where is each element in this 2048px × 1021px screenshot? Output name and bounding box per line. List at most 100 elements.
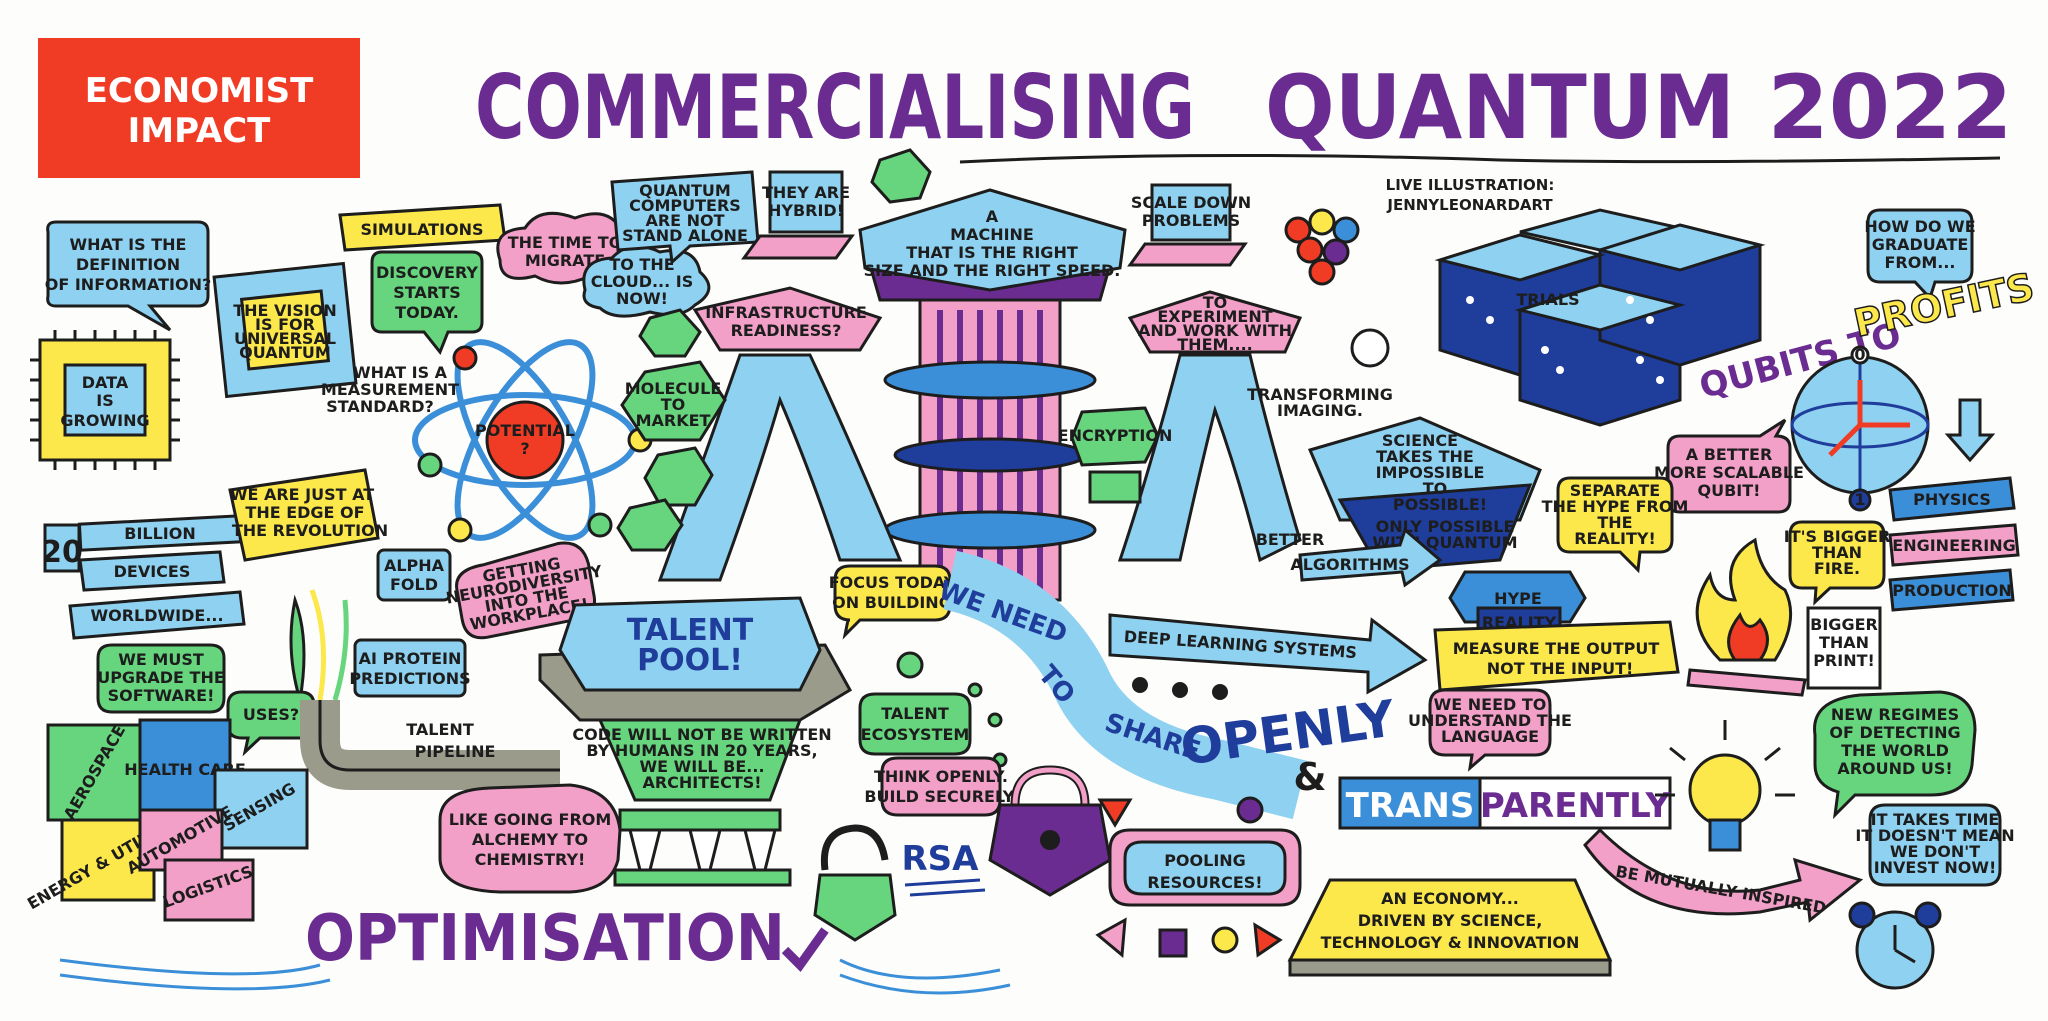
fire-illustration bbox=[1686, 537, 1807, 697]
svg-text:A: A bbox=[986, 207, 999, 226]
molecule-to-market: MOLECULE TO MARKET bbox=[616, 308, 727, 552]
svg-text:THE: THE bbox=[1597, 513, 1632, 532]
svg-text:HOW DO WE: HOW DO WE bbox=[1864, 217, 1975, 236]
ai-protein-tag: AI PROTEIN PREDICTIONS bbox=[349, 638, 471, 698]
svg-text:MACHINE: MACHINE bbox=[950, 225, 1034, 244]
svg-text:THAN: THAN bbox=[1812, 543, 1862, 562]
illustrator-credit: LIVE ILLUSTRATION: JENNYLEONARDART bbox=[1386, 176, 1555, 214]
svg-text:TO THE: TO THE bbox=[609, 255, 674, 274]
svg-text:IT DOESN'T MEAN: IT DOESN'T MEAN bbox=[1855, 826, 2014, 845]
svg-text:STARTS: STARTS bbox=[393, 283, 461, 302]
svg-text:ENCRYPTION: ENCRYPTION bbox=[1058, 426, 1173, 445]
svg-text:BY HUMANS IN 20 YEARS,: BY HUMANS IN 20 YEARS, bbox=[586, 741, 817, 760]
svg-text:SCALE DOWN: SCALE DOWN bbox=[1131, 193, 1251, 212]
twenty-billion-blocks: 20 BILLION bbox=[41, 514, 243, 573]
svg-text:PROBLEMS: PROBLEMS bbox=[1142, 211, 1240, 230]
svg-text:POOL!: POOL! bbox=[637, 643, 743, 678]
data-growing-chip: DATA IS GROWING bbox=[30, 330, 180, 470]
svg-text:CLOUD... IS: CLOUD... IS bbox=[591, 272, 694, 291]
svg-text:ON BUILDING: ON BUILDING bbox=[832, 593, 952, 612]
svg-text:CHEMISTRY!: CHEMISTRY! bbox=[475, 850, 586, 869]
svg-text:ENGINEERING: ENGINEERING bbox=[1892, 536, 2015, 555]
svg-text:PRODUCTION: PRODUCTION bbox=[1892, 581, 2012, 600]
hybrid-laptop: THEY ARE HYBRID! bbox=[741, 170, 855, 260]
scalable-qubit-bubble: A BETTER MORE SCALABLE QUBIT! bbox=[1654, 418, 1804, 514]
svg-text:WE WILL BE...: WE WILL BE... bbox=[639, 757, 764, 776]
svg-text:OF DETECTING: OF DETECTING bbox=[1829, 723, 1960, 742]
svg-text:DEFINITION: DEFINITION bbox=[76, 255, 180, 274]
focus-building-bubble: FOCUS TODAY ON BUILDING bbox=[829, 564, 956, 640]
svg-text:DEVICES: DEVICES bbox=[114, 562, 191, 581]
svg-text:1: 1 bbox=[1854, 490, 1865, 509]
svg-text:GRADUATE: GRADUATE bbox=[1872, 235, 1969, 254]
svg-text:OF INFORMATION?: OF INFORMATION? bbox=[45, 275, 212, 294]
svg-text:WE MUST: WE MUST bbox=[118, 650, 204, 669]
scale-down-laptop: SCALE DOWN PROBLEMS bbox=[1127, 183, 1251, 267]
svg-text:LANGUAGE: LANGUAGE bbox=[1441, 727, 1539, 746]
svg-text:OPTIMISATION: OPTIMISATION bbox=[305, 902, 785, 976]
svg-text:MORE SCALABLE: MORE SCALABLE bbox=[1654, 463, 1804, 482]
svg-text:2022: 2022 bbox=[1768, 56, 2013, 159]
svg-text:WORLDWIDE...: WORLDWIDE... bbox=[90, 606, 223, 625]
svg-text:AN ECONOMY...: AN ECONOMY... bbox=[1381, 889, 1519, 908]
svg-text:TRANS: TRANS bbox=[1346, 786, 1475, 826]
lightbulb-icon bbox=[1655, 720, 1795, 852]
svg-text:?: ? bbox=[520, 439, 529, 458]
bigger-than-fire-bubble: IT'S BIGGER THAN FIRE. bbox=[1784, 520, 1890, 606]
svg-text:SOFTWARE!: SOFTWARE! bbox=[108, 686, 215, 705]
svg-text:TRIALS: TRIALS bbox=[1516, 290, 1579, 309]
svg-text:ARCHITECTS!: ARCHITECTS! bbox=[642, 773, 761, 792]
svg-text:THE VISION: THE VISION bbox=[233, 301, 337, 320]
svg-text:QUANTUM: QUANTUM bbox=[239, 343, 331, 362]
definition-bubble: WHAT IS THE DEFINITION OF INFORMATION? bbox=[45, 220, 212, 332]
svg-text:FOCUS TODAY: FOCUS TODAY bbox=[829, 573, 956, 592]
experiment-pillar-right: TO EXPERIMENT AND WORK WITH THEM.... bbox=[1117, 290, 1303, 563]
bigger-than-print-paper: BIGGER THAN PRINT! bbox=[1806, 606, 1882, 690]
svg-text:THAT IS THE RIGHT: THAT IS THE RIGHT bbox=[906, 243, 1078, 262]
simulations-banner: SIMULATIONS bbox=[338, 203, 507, 252]
new-regimes-bubble: NEW REGIMES OF DETECTING THE WORLD AROUN… bbox=[1813, 690, 1977, 820]
svg-text:BUILD SECURELY.: BUILD SECURELY. bbox=[864, 787, 1017, 806]
svg-text:MARKET: MARKET bbox=[636, 411, 711, 430]
svg-text:WE NEED TO: WE NEED TO bbox=[1434, 695, 1547, 714]
svg-text:20: 20 bbox=[41, 535, 83, 570]
orbital-balls bbox=[1284, 208, 1360, 286]
svg-text:PRINT!: PRINT! bbox=[1813, 651, 1875, 670]
rsa-label: RSA bbox=[902, 839, 986, 897]
svg-text:NEW REGIMES: NEW REGIMES bbox=[1831, 705, 1959, 724]
bloch-sphere: 0 1 bbox=[1790, 345, 1996, 512]
transforming-imaging: TRANSFORMING IMAGING. bbox=[1247, 328, 1393, 420]
measurement-question: WHAT IS A MEASUREMENT STANDARD? bbox=[321, 363, 459, 416]
separate-hype-bubble: SEPARATE THE HYPE FROM THE REALITY! bbox=[1542, 476, 1689, 574]
svg-text:WE DON'T: WE DON'T bbox=[1890, 842, 1980, 861]
svg-text:PHYSICS: PHYSICS bbox=[1913, 490, 1991, 509]
svg-text:WHAT IS A: WHAT IS A bbox=[353, 363, 448, 382]
svg-text:COMMERCIALISING: COMMERCIALISING bbox=[475, 56, 1195, 159]
algorithms-arrow: BETTER ALGORITHMS bbox=[1256, 527, 1443, 588]
svg-text:LIVE ILLUSTRATION:: LIVE ILLUSTRATION: bbox=[1386, 176, 1555, 194]
svg-text:DATA: DATA bbox=[82, 373, 129, 392]
svg-text:MEASURE THE OUTPUT: MEASURE THE OUTPUT bbox=[1453, 639, 1660, 658]
svg-text:THINK OPENLY.: THINK OPENLY. bbox=[874, 767, 1008, 786]
svg-text:NOT THE INPUT!: NOT THE INPUT! bbox=[1487, 659, 1634, 678]
svg-text:STANDARD?: STANDARD? bbox=[326, 397, 434, 416]
svg-text:UNIVERSAL: UNIVERSAL bbox=[234, 329, 336, 348]
page-title: COMMERCIALISING QUANTUM 2022 bbox=[475, 56, 2013, 164]
svg-text:EXPERIMENT: EXPERIMENT bbox=[1157, 307, 1272, 326]
svg-text:PARENTLY: PARENTLY bbox=[1480, 786, 1671, 826]
alchemy-bubble: LIKE GOING FROM ALCHEMY TO CHEMISTRY! bbox=[438, 783, 622, 894]
svg-text:ECONOMIST: ECONOMIST bbox=[85, 71, 314, 111]
svg-text:PREDICTIONS: PREDICTIONS bbox=[349, 669, 470, 688]
svg-text:BILLION: BILLION bbox=[124, 524, 195, 543]
fields-banners: PHYSICS ENGINEERING PRODUCTION bbox=[1888, 476, 2020, 612]
talent-ecosystem-bubble: TALENT ECOSYSTEM bbox=[858, 651, 1008, 768]
svg-text:IMPACT: IMPACT bbox=[128, 111, 272, 151]
svg-text:WHAT IS THE: WHAT IS THE bbox=[70, 235, 187, 254]
svg-text:ALGORITHMS: ALGORITHMS bbox=[1290, 555, 1409, 574]
svg-text:POOLING: POOLING bbox=[1164, 851, 1246, 870]
machine-pillar: A MACHINE THAT IS THE RIGHT SIZE AND THE… bbox=[858, 148, 1127, 602]
svg-text:THE HYPE FROM: THE HYPE FROM bbox=[1542, 497, 1689, 516]
svg-text:WE ARE JUST AT: WE ARE JUST AT bbox=[230, 485, 374, 504]
svg-text:AROUND US!: AROUND US! bbox=[1837, 759, 1952, 778]
